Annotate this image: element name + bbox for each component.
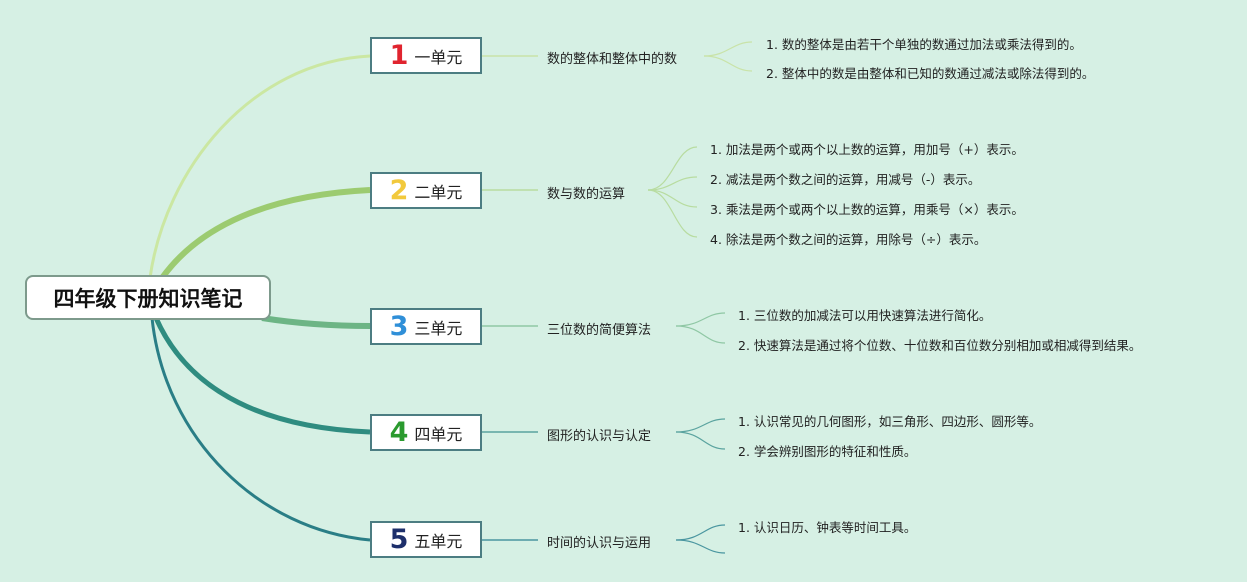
note-4-1[interactable]: 1. 认识常见的几何图形，如三角形、四边形、圆形等。 [738, 414, 1042, 429]
note-2-3[interactable]: 3. 乘法是两个或两个以上数的运算，用乘号（×）表示。 [710, 202, 1024, 217]
unit-label-4: 四单元 [414, 424, 463, 444]
unit-label-1: 一单元 [414, 47, 463, 67]
topic-3[interactable]: 三位数的简便算法 [547, 323, 652, 338]
unit-number-2: 2 [389, 175, 409, 206]
unit-number-5: 5 [389, 524, 409, 555]
topic-5[interactable]: 时间的认识与运用 [547, 536, 652, 551]
note-3-2[interactable]: 2. 快速算法是通过将个位数、十位数和百位数分别相加或相减得到结果。 [738, 338, 1142, 353]
note-1-2[interactable]: 2. 整体中的数是由整体和已知的数通过减法或除法得到的。 [766, 66, 1095, 81]
unit-label-2: 二单元 [414, 182, 463, 202]
branch-1 [148, 54, 371, 279]
topic-4[interactable]: 图形的认识与认定 [547, 429, 652, 444]
root-node[interactable]: 四年级下册知识笔记 [25, 275, 271, 320]
branch-4 [153, 316, 371, 435]
topic-2[interactable]: 数与数的运算 [547, 187, 626, 202]
note-3-1[interactable]: 1. 三位数的加减法可以用快速算法进行简化。 [738, 308, 992, 323]
branch-2 [159, 187, 371, 280]
topic-1[interactable]: 数的整体和整体中的数 [547, 52, 678, 67]
unit-label-5: 五单元 [414, 531, 463, 551]
unit-node-2[interactable]: 2 二单元 [370, 172, 482, 209]
unit-label-3: 三单元 [414, 318, 463, 338]
branch-5 [150, 317, 371, 542]
unit-node-5[interactable]: 5 五单元 [370, 521, 482, 558]
note-1-1[interactable]: 1. 数的整体是由若干个单独的数通过加法或乘法得到的。 [766, 37, 1082, 52]
note-2-1[interactable]: 1. 加法是两个或两个以上数的运算，用加号（+）表示。 [710, 142, 1024, 157]
note-2-4[interactable]: 4. 除法是两个数之间的运算，用除号（÷）表示。 [710, 232, 987, 247]
unit-node-1[interactable]: 1 一单元 [370, 37, 482, 74]
branch-3 [261, 315, 371, 329]
unit-number-1: 1 [389, 40, 409, 71]
note-5-1[interactable]: 1. 认识日历、钟表等时间工具。 [738, 520, 917, 535]
unit-node-4[interactable]: 4 四单元 [370, 414, 482, 451]
unit-number-4: 4 [389, 417, 409, 448]
note-2-2[interactable]: 2. 减法是两个数之间的运算，用减号（-）表示。 [710, 172, 981, 187]
root-title: 四年级下册知识笔记 [53, 286, 243, 311]
unit-node-3[interactable]: 3 三单元 [370, 308, 482, 345]
unit-number-3: 3 [389, 311, 409, 342]
note-4-2[interactable]: 2. 学会辨别图形的特征和性质。 [738, 444, 917, 459]
